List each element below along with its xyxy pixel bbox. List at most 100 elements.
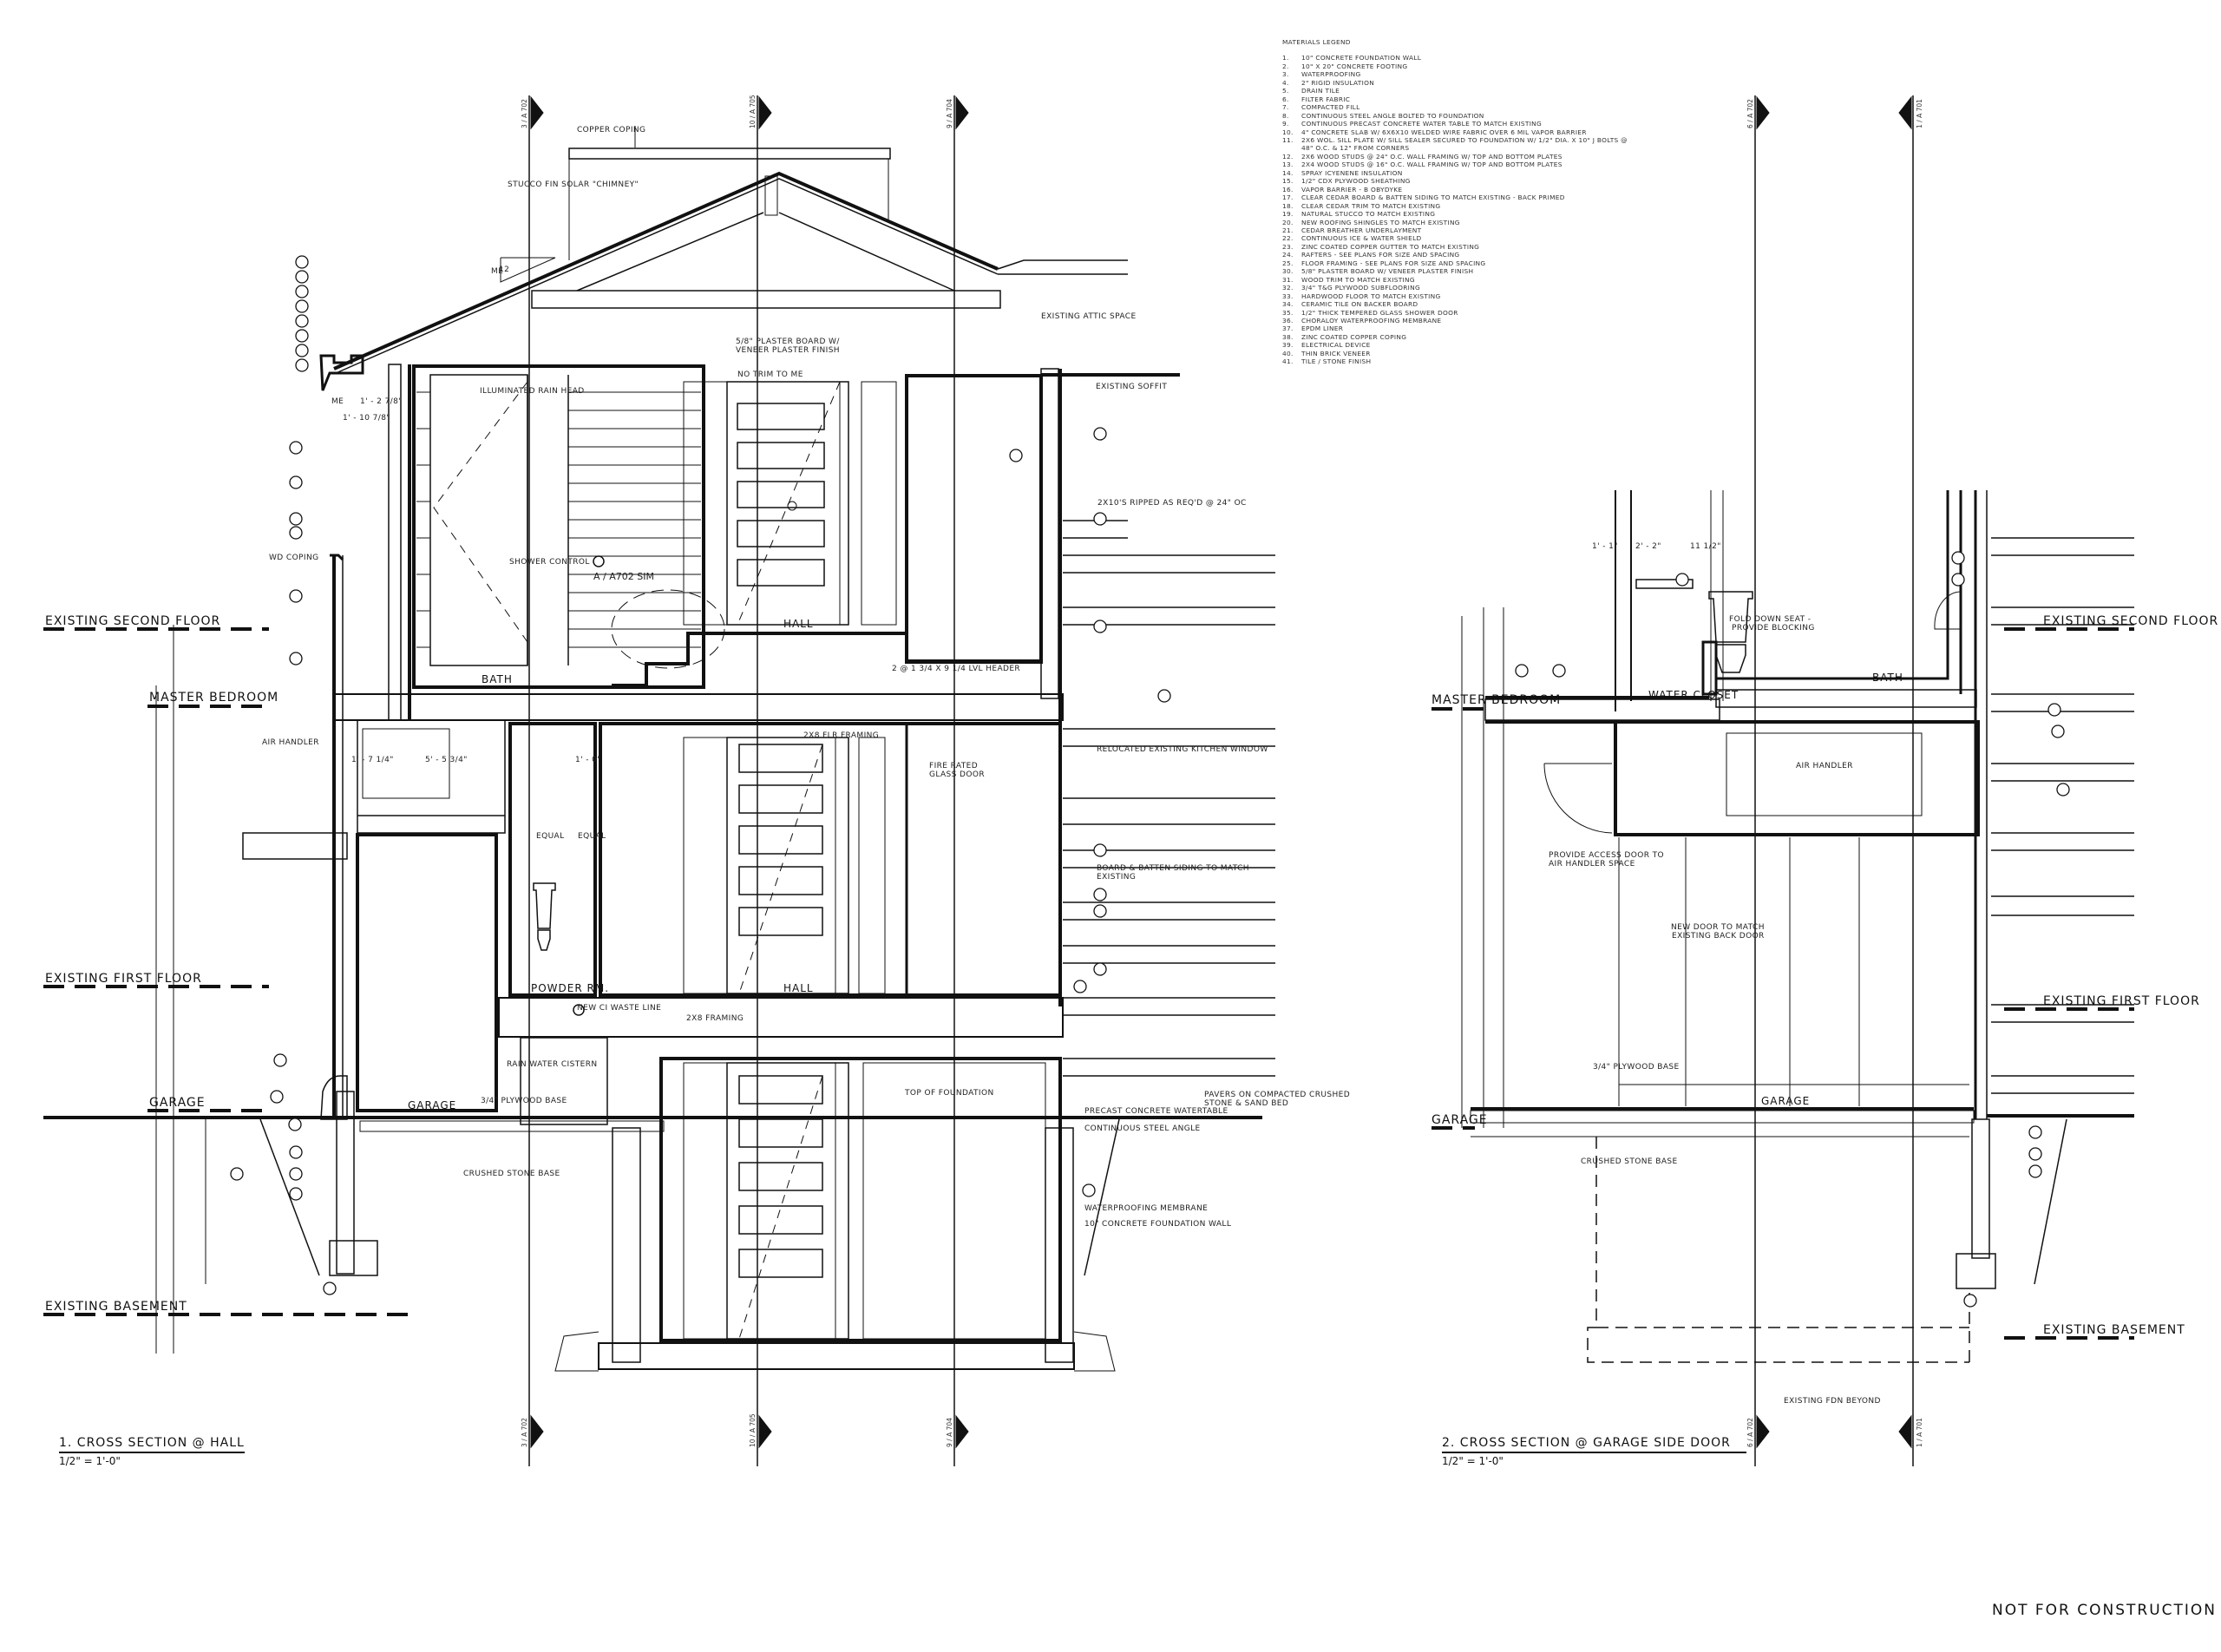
legend-item: 32. 3/4" T&G PLYWOOD SUBFLOORING xyxy=(1282,284,1628,292)
legend-item: 41.TILE / STONE FINISH xyxy=(1282,357,1628,365)
legend-item: 8.CONTINUOUS STEEL ANGLE BOLTED TO FOUND… xyxy=(1282,112,1628,120)
legend-item-text: CHORALOY WATERPROOFING MEMBRANE xyxy=(1301,316,1442,324)
legend-item-number: 20. xyxy=(1282,218,1294,226)
legend-item-number: 7. xyxy=(1282,103,1289,112)
legend-item-number: 25. xyxy=(1282,259,1294,267)
legend-item-text: 2" RIGID INSULATION xyxy=(1301,78,1375,87)
legend-item: 9.CONTINUOUS PRECAST CONCRETE WATER TABL… xyxy=(1282,120,1628,128)
s2-note-crushed-stone: CRUSHED STONE BASE xyxy=(1581,1157,1678,1166)
legend-item-number: 24. xyxy=(1282,251,1294,259)
legend-item: 17. CLEAR CEDAR BOARD & BATTEN SIDING TO … xyxy=(1282,193,1628,201)
legend-item: 35.1/2" THICK TEMPERED GLASS SHOWER DOOR xyxy=(1282,309,1628,317)
legend-item-text: 3/4" T&G PLYWOOD SUBFLOORING xyxy=(1301,284,1420,292)
section-tag-6-a702-bottom[interactable]: 6 / A 702 xyxy=(1746,1418,1754,1447)
legend-item: 21.CEDAR BREATHER UNDERLAYMENT xyxy=(1282,226,1628,234)
section-tag-3-a702[interactable]: 3 / A 702 xyxy=(521,99,528,128)
dim-5-5-3-4: 5' - 5 3/4" xyxy=(425,756,468,764)
legend-item-text: CLEAR CEDAR BOARD & BATTEN SIDING TO MAT… xyxy=(1301,193,1565,202)
legend-item: 14.SPRAY ICYENENE INSULATION xyxy=(1282,169,1628,177)
legend-item-number: 32. xyxy=(1282,284,1294,292)
dim-1-7-1-4: 1' - 7 1/4" xyxy=(351,756,394,764)
note-equal-2: EQUAL xyxy=(578,832,606,841)
s2-room-water-closet: WATER CLOSET xyxy=(1648,689,1739,701)
legend-item: 18.CLEAR CEDAR TRIM TO MATCH EXISTING xyxy=(1282,202,1628,210)
level-master-bedroom: MASTER BEDROOM xyxy=(149,691,278,705)
legend-item-number: 31. xyxy=(1282,275,1294,284)
legend-item-text: 4" CONCRETE SLAB W/ 6X6X10 WELDED WIRE F… xyxy=(1301,128,1587,136)
legend-item: 38.ZINC COATED COPPER COPING xyxy=(1282,333,1628,341)
note-pavers-2: STONE & SAND BED xyxy=(1204,1099,1288,1108)
legend-item-number: 37. xyxy=(1282,324,1294,333)
section-tag-9-a704-bottom[interactable]: 9 / A 704 xyxy=(946,1418,953,1447)
pitch-rise: ME xyxy=(491,267,503,276)
legend-item: 40. THIN BRICK VENEER xyxy=(1282,350,1628,357)
s2-dim-1-1: 1' - 1" xyxy=(1592,542,1618,551)
materials-legend: MATERIALS LEGEND 1.10" CONCRETE FOUNDATI… xyxy=(1282,38,1628,366)
legend-item-number: 6. xyxy=(1282,95,1289,103)
section-tag-10-a705-bottom[interactable]: 10 / A 705 xyxy=(749,1413,757,1447)
legend-item-text: HARDWOOD FLOOR TO MATCH EXISTING xyxy=(1301,292,1441,300)
section-1-scale: 1/2" = 1'-0" xyxy=(59,1455,121,1467)
level-existing-second-floor: EXISTING SECOND FLOOR xyxy=(45,614,220,628)
legend-item-number: 10. xyxy=(1282,128,1294,136)
s2-note-fold-down: FOLD DOWN SEAT - xyxy=(1729,615,1811,624)
legend-item-text: CONTINUOUS ICE & WATER SHIELD xyxy=(1301,234,1422,243)
legend-item-number: 8. xyxy=(1282,111,1289,120)
s2-note-air-handler: AIR HANDLER xyxy=(1796,762,1853,770)
legend-item-text: 48" O.C. & 12" FROM CORNERS xyxy=(1301,144,1410,153)
legend-item-number: 33. xyxy=(1282,292,1294,300)
s2-level-existing-basement: EXISTING BASEMENT xyxy=(2043,1323,2185,1337)
legend-item: 23.ZINC COATED COPPER GUTTER TO MATCH EX… xyxy=(1282,243,1628,251)
s2-note-access-door-2: AIR HANDLER SPACE xyxy=(1549,860,1635,869)
legend-item-text: 2X4 WOOD STUDS @ 16" O.C. WALL FRAMING W… xyxy=(1301,161,1563,169)
section-2-title-block: 2. CROSS SECTION @ GARAGE SIDE DOOR 1/2"… xyxy=(1442,1433,1746,1467)
legend-item-text: RAFTERS - SEE PLANS FOR SIZE AND SPACING xyxy=(1301,251,1460,259)
legend-item-number: 17. xyxy=(1282,193,1294,202)
note-crushed-stone: CRUSHED STONE BASE xyxy=(463,1170,560,1178)
note-plywood-base: 3/4" PLYWOOD BASE xyxy=(481,1097,567,1105)
section-1-linework xyxy=(43,95,1275,1466)
s2-level-garage: GARAGE xyxy=(1432,1113,1488,1127)
section-tag-6-a702[interactable]: 6 / A 702 xyxy=(1746,99,1754,128)
section-tag-1-a701[interactable]: 1 / A 701 xyxy=(1916,99,1923,128)
legend-item-text: THIN BRICK VENEER xyxy=(1301,349,1371,357)
section-2-scale: 1/2" = 1'-0" xyxy=(1442,1455,1504,1467)
note-fdn-wall: 10" CONCRETE FOUNDATION WALL xyxy=(1084,1220,1231,1229)
note-solar-chimney: STUCCO FIN SOLAR "CHIMNEY" xyxy=(508,180,639,189)
s2-level-existing-first-floor: EXISTING FIRST FLOOR xyxy=(2043,994,2200,1008)
note-watertable: PRECAST CONCRETE WATERTABLE xyxy=(1084,1107,1228,1116)
level-lines-section-2 xyxy=(1432,627,2134,1340)
section-tag-3-a702-bottom[interactable]: 3 / A 702 xyxy=(521,1418,528,1447)
legend-item-number: 39. xyxy=(1282,341,1294,350)
section-tag-10-a705[interactable]: 10 / A 705 xyxy=(749,95,757,128)
not-for-construction-stamp: NOT FOR CONSTRUCTION xyxy=(1992,1602,2218,1619)
note-sim-reference: A / A702 SIM xyxy=(593,571,654,582)
legend-item-text: FLOOR FRAMING - SEE PLANS FOR SIZE AND S… xyxy=(1301,259,1486,267)
note-existing-soffit: EXISTING SOFFIT xyxy=(1096,383,1167,391)
section-tag-1-a701-bottom[interactable]: 1 / A 701 xyxy=(1916,1418,1923,1447)
legend-item-text: 5/8" PLASTER BOARD W/ VENEER PLASTER FIN… xyxy=(1301,267,1474,276)
legend-item-number: 40. xyxy=(1282,349,1294,357)
dim-me: ME xyxy=(331,397,344,406)
legend-item-text: ZINC COATED COPPER COPING xyxy=(1301,332,1407,341)
note-waste-line: NEW CI WASTE LINE xyxy=(577,1004,661,1013)
legend-item: 33. HARDWOOD FLOOR TO MATCH EXISTING xyxy=(1282,292,1628,300)
dim-1-0: 1' - 0" xyxy=(575,756,601,764)
note-steel-angle: CONTINUOUS STEEL ANGLE xyxy=(1084,1124,1201,1133)
section-1-title-block: 1. CROSS SECTION @ HALL 1/2" = 1'-0" xyxy=(59,1433,245,1467)
s2-level-existing-second-floor: EXISTING SECOND FLOOR xyxy=(2043,614,2218,628)
s2-dim-11-1-2: 11 1/2" xyxy=(1690,542,1721,551)
legend-item-text: CLEAR CEDAR TRIM TO MATCH EXISTING xyxy=(1301,201,1441,210)
s2-room-garage: GARAGE xyxy=(1761,1095,1810,1107)
legend-item-number: 9. xyxy=(1282,120,1289,128)
note-plaster-board-2: VENEER PLASTER FINISH xyxy=(736,346,840,355)
note-siding-2: EXISTING xyxy=(1097,873,1136,882)
room-garage: GARAGE xyxy=(408,1099,456,1111)
section-tag-9-a704[interactable]: 9 / A 704 xyxy=(946,99,953,128)
legend-item-text: 1/2" CDX PLYWOOD SHEATHING xyxy=(1301,177,1411,186)
level-existing-first-floor: EXISTING FIRST FLOOR xyxy=(45,972,202,986)
legend-item-text: 1/2" THICK TEMPERED GLASS SHOWER DOOR xyxy=(1301,308,1458,317)
note-rain-head: ILLUMINATED RAIN HEAD xyxy=(480,387,585,396)
